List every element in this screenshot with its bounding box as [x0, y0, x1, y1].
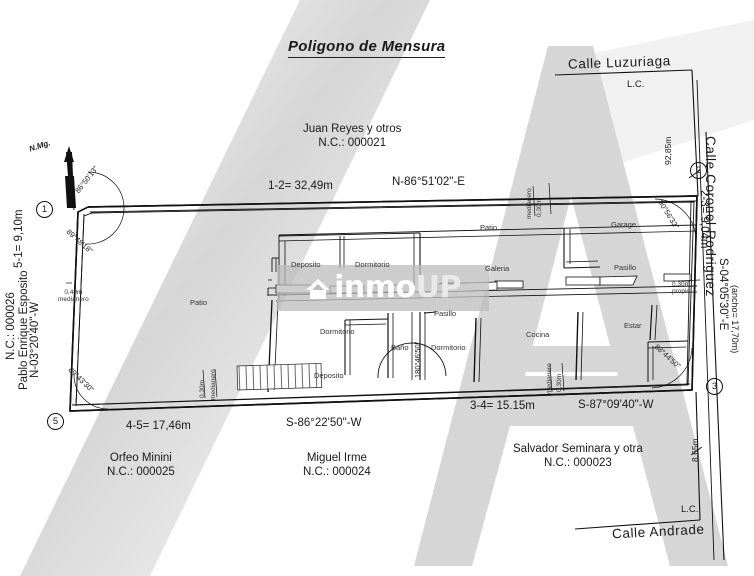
neighbor-north-cadastral: N.C.: 000021 [318, 136, 387, 149]
neighbor-north-name: Juan Reyes y otros [303, 123, 402, 135]
lc-label-luzuriaga: L.C. [627, 79, 645, 90]
room-label-deposito-nw: Deposito [291, 260, 321, 269]
wall-note-east-kind: propio [672, 287, 691, 295]
room-label-deposito-s: Deposito [314, 371, 344, 380]
vertex-marker-1: 1 [36, 201, 53, 218]
neighbor-south-center-cadastral: N.C.: 000024 [303, 465, 371, 478]
street-width-note-coronel-rodriguez: (ancho= 17,70m) [730, 285, 740, 354]
north-arrow-head [64, 146, 76, 208]
room-label-patio-center: Patio [480, 223, 498, 232]
wall-note-south-east-kind: medianero [546, 363, 553, 394]
wall-note-south-east-value: 0,30m [556, 373, 563, 392]
segment-bearing-3-4: S-87°09'40"-W [578, 399, 654, 411]
segment-bearing-2-3: S-04°05'30"-E [717, 258, 729, 331]
room-label-pasillo-center: Pasillo [434, 309, 457, 318]
segment-bearing-1-2: N-86°51'02"-E [392, 176, 465, 188]
wall-note-west: 0,40m medianero [58, 289, 89, 304]
room-label-garage: Garage [611, 220, 637, 229]
room-label-dormitorio-n: Dormitorio [355, 260, 390, 269]
neighbor-north: Juan Reyes y otros N.C.: 000021 [303, 123, 401, 150]
frontage-luzuriaga: 92,85m [663, 136, 673, 165]
segment-bearing-5-1: N-03°20'40"-W [29, 301, 41, 378]
segment-length-5-1: 5-1= 9,10m [13, 209, 25, 269]
segment-length-2-3: 2-3= 9,04m [698, 190, 710, 249]
wall-note-west-kind: medianero [58, 295, 89, 303]
neighbor-south-east-name: Salvador Seminara y otra [513, 443, 643, 455]
room-label-galeria: Galeria [485, 264, 510, 273]
segment-length-1-2: 1-2= 32,49m [268, 180, 333, 192]
wall-note-east: 0,30m propio [672, 281, 691, 296]
wall-note-north-kind: medianero [526, 188, 533, 219]
angle-interior: 180°46'50" [413, 341, 422, 378]
frontage-andrade: 8,65m [690, 438, 700, 462]
room-label-patio-west: Patio [190, 298, 208, 307]
room-label-pasillo-east: Pasillo [614, 263, 637, 272]
wall-note-north-value: 0,30m [536, 198, 543, 217]
room-label-estar: Estar [624, 321, 642, 330]
room-label-dormitorio-sw: Dormitorio [320, 327, 355, 336]
room-label-dormitorio-s: Dormitorio [431, 343, 466, 352]
segment-length-4-5: 4-5= 17,46m [126, 420, 191, 432]
segment-length-3-4: 3-4= 15.15m [470, 400, 535, 412]
neighbor-south-west: Orfeo Minini N.C.: 000025 [107, 452, 175, 479]
room-label-cocina: Cocina [526, 330, 550, 339]
wall-note-south-west-kind: medianero [210, 369, 217, 400]
segment-bearing-4-5: S-86°22'50"-W [286, 417, 362, 429]
vertex-marker-5: 5 [47, 413, 64, 430]
neighbor-south-center: Miguel Irme N.C.: 000024 [303, 452, 371, 479]
room-label-bano: Baño [391, 343, 409, 352]
neighbor-south-west-name: Orfeo Minini [109, 452, 172, 464]
neighbor-south-west-cadastral: N.C.: 000025 [107, 465, 175, 478]
lc-label-andrade: L.C. [681, 504, 699, 515]
neighbor-west-cadastral: N.C.: 000026 [5, 292, 17, 360]
neighbor-south-east: Salvador Seminara y otra N.C.: 000023 [513, 443, 643, 470]
neighbor-south-east-cadastral: N.C.: 000023 [544, 456, 612, 469]
page-title: Poligono de Mensura [288, 38, 446, 58]
vertex-marker-3: 3 [706, 378, 723, 395]
vertex-marker-2: 2 [690, 162, 707, 179]
wall-note-south-west-value: 0,30m [199, 379, 206, 398]
neighbor-south-center-name: Miguel Irme [306, 452, 367, 464]
